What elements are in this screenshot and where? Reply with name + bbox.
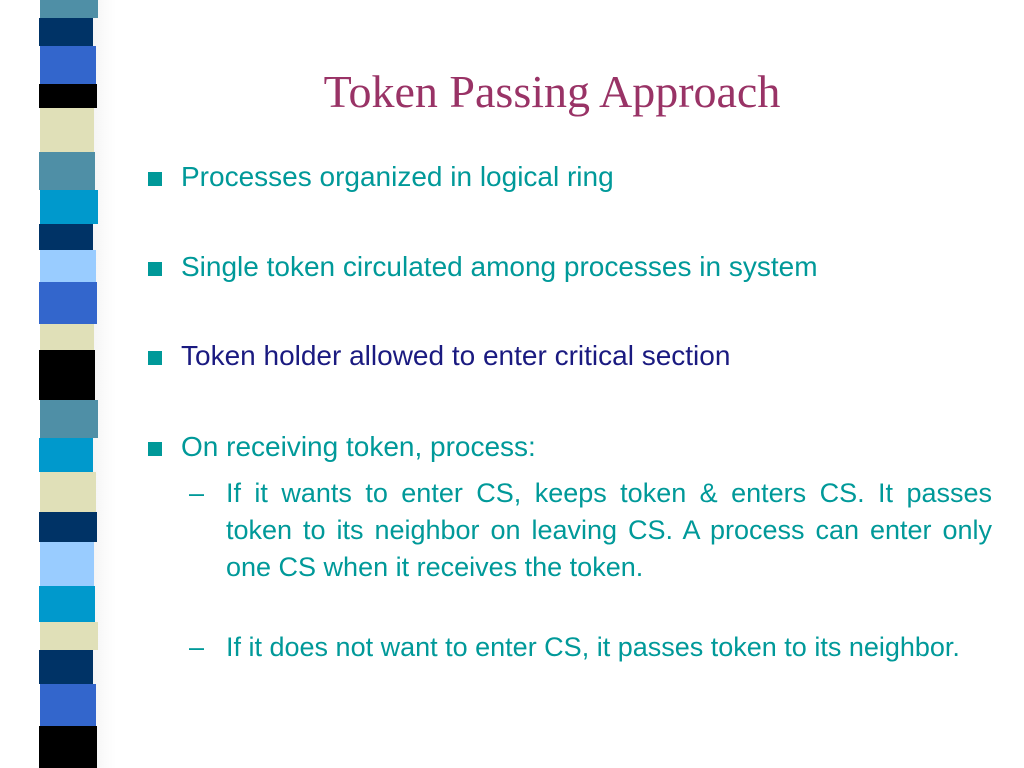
stripe-band (39, 438, 93, 472)
stripe-band (39, 224, 93, 250)
stripe-band (39, 18, 93, 46)
stripe-band (40, 622, 98, 650)
dash-marker: – (189, 632, 205, 662)
sub-bullet-text: If it does not want to enter CS, it pass… (226, 632, 960, 662)
square-bullet-icon (148, 442, 162, 456)
stripe-band (40, 400, 98, 438)
stripe-band (39, 726, 97, 768)
stripe-band (40, 542, 94, 586)
square-bullet-icon (148, 262, 162, 276)
stripe-band (40, 250, 96, 282)
dash-marker: – (189, 478, 205, 508)
square-bullet-icon (148, 351, 162, 365)
stripe-band (40, 108, 94, 152)
stripe-band (40, 190, 98, 224)
slide-title: Token Passing Approach (323, 66, 781, 117)
stripe-band (40, 46, 96, 84)
stripe-band (39, 512, 97, 542)
stripe-band (39, 152, 95, 190)
stripe-band (39, 350, 95, 400)
stripe-band (39, 84, 97, 108)
stripe-edge (0, 0, 40, 768)
stripe-band (40, 472, 96, 512)
stripe-band (39, 586, 95, 622)
stripe-band (39, 650, 93, 684)
stripe-band (40, 684, 96, 726)
bullet-text: On receiving token, process: (181, 431, 536, 462)
bullet-text: Processes organized in logical ring (181, 161, 614, 192)
stripe-band (40, 324, 94, 350)
bullet-text: Token holder allowed to enter critical s… (181, 340, 731, 371)
square-bullet-icon (148, 172, 162, 186)
stripe-band (39, 282, 97, 324)
bullet-text: Single token circulated among processes … (181, 251, 818, 282)
decorative-stripe-border (0, 0, 100, 768)
sub-bullet-text: If it wants to enter CS, keeps token & e… (226, 478, 992, 582)
stripe-band (40, 0, 98, 18)
